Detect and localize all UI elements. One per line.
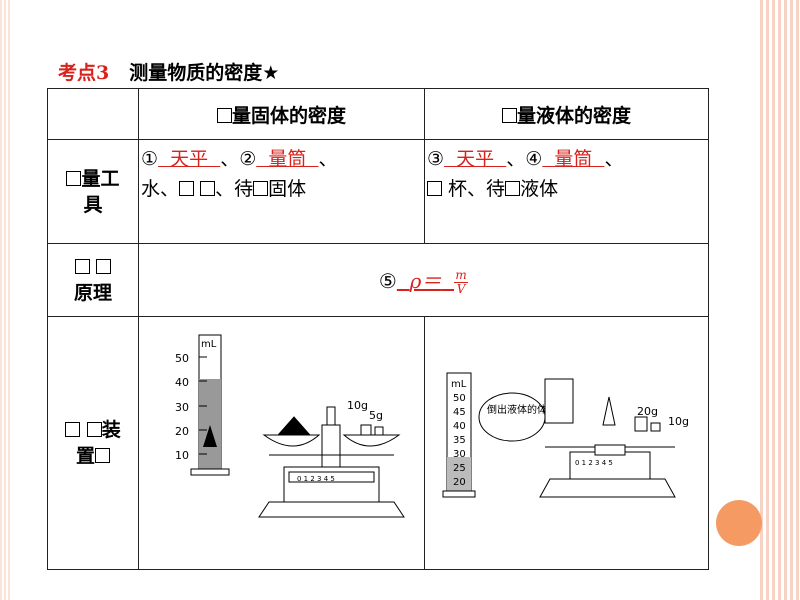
svg-text:45: 45 xyxy=(453,407,466,418)
svg-text:35: 35 xyxy=(453,435,466,446)
weight-20g: 20g xyxy=(637,405,658,418)
solid-apparatus-figure: mL 50 40 30 20 10 xyxy=(175,334,405,518)
row-label-apparatus: 装置 xyxy=(47,316,139,570)
weight-10g: 10g xyxy=(668,415,689,428)
balance-scale-numbers: 0 1 2 3 4 5 xyxy=(297,475,335,483)
tools-solid: ① 天平 、② 量筒 、 水、 、待固体 xyxy=(138,139,425,244)
density-table: 量固体的密度 量液体的密度 量工具 ① 天平 、② 量筒 、 水、 、待固体 ③… xyxy=(47,88,709,570)
left-decor-stripes xyxy=(0,0,10,600)
answer-blank-2: 量筒 xyxy=(256,148,319,170)
callout-bubble: 倒出液体的体积 xyxy=(478,392,557,442)
section-title: 测量物质的密度★ xyxy=(129,62,280,84)
tools-liquid: ③ 天平 、④ 量筒 、 杯、待液体 xyxy=(424,139,709,244)
svg-text:10: 10 xyxy=(175,449,189,462)
svg-text:mL: mL xyxy=(451,379,467,390)
cyl-unit: mL xyxy=(201,339,217,350)
answer-blank-3: 天平 xyxy=(444,148,507,170)
balance-scale xyxy=(539,378,676,498)
svg-text:50: 50 xyxy=(175,352,189,365)
missing-glyph-box xyxy=(501,107,517,123)
svg-text:20: 20 xyxy=(453,477,466,488)
orange-circle-decor xyxy=(716,500,762,546)
graduated-cylinder xyxy=(190,334,230,476)
svg-text:30: 30 xyxy=(175,401,189,414)
svg-text:40: 40 xyxy=(453,421,466,432)
weight-5g: 5g xyxy=(369,409,383,422)
svg-text:30: 30 xyxy=(453,449,466,460)
row-label-tools: 量工具 xyxy=(47,139,139,244)
svg-text:40: 40 xyxy=(175,376,189,389)
row-label-principle: 原理 xyxy=(47,243,139,317)
svg-text:20: 20 xyxy=(175,425,189,438)
svg-text:50: 50 xyxy=(453,393,466,404)
right-decor-stripes xyxy=(760,0,800,600)
apparatus-solid: mL 50 40 30 20 10 xyxy=(138,316,425,570)
graduated-cylinder xyxy=(442,372,476,498)
header-liquid: 量液体的密度 xyxy=(424,88,709,140)
liquid-apparatus-figure: mL 50 45 40 35 30 25 20 倒出液体的体积 xyxy=(442,372,689,498)
missing-glyph-box xyxy=(216,107,232,123)
answer-blank-1: 天平 xyxy=(158,148,221,170)
weight-10g: 10g xyxy=(347,399,368,412)
section-heading: 考点3 测量物质的密度★ xyxy=(58,58,279,85)
apparatus-liquid: mL 50 45 40 35 30 25 20 倒出液体的体积 xyxy=(424,316,709,570)
svg-text:倒出液体的体积: 倒出液体的体积 xyxy=(487,403,557,416)
header-solid: 量固体的密度 xyxy=(138,88,425,140)
svg-text:25: 25 xyxy=(453,463,466,474)
corner-cell xyxy=(47,88,139,140)
balance-scale xyxy=(258,406,405,518)
answer-blank-4: 量筒 xyxy=(542,148,605,170)
kaodian-label: 考点3 xyxy=(58,62,110,84)
balance-scale-numbers: 0 1 2 3 4 5 xyxy=(575,459,613,467)
